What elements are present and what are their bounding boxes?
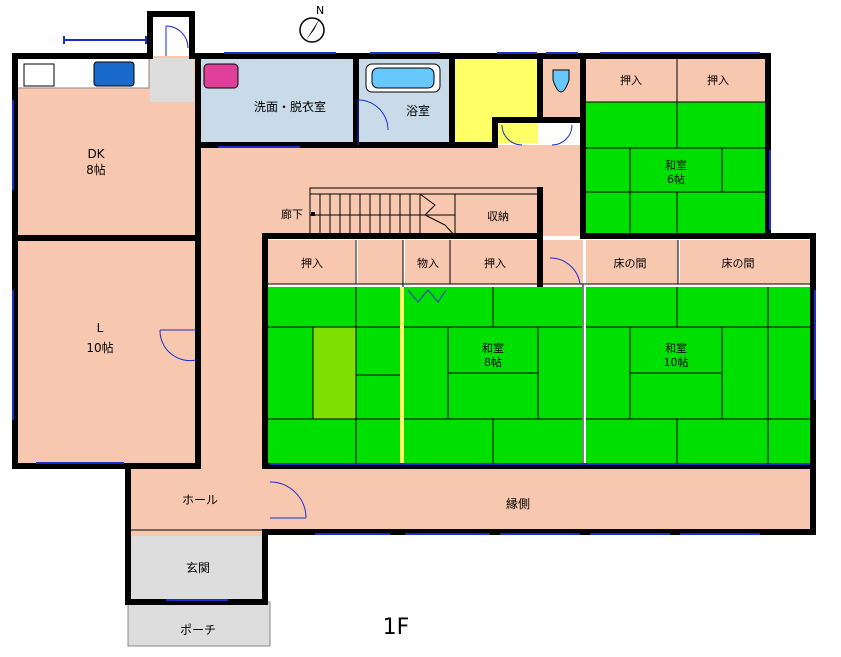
living-room	[15, 238, 198, 466]
washitsu-c-size: 10帖	[664, 356, 689, 369]
staircase	[309, 187, 541, 237]
washitsu-a-name: 和室	[665, 158, 687, 172]
closet-2-label: 押入	[707, 73, 729, 87]
living-size: 10帖	[86, 340, 113, 355]
storage-label: 収納	[487, 210, 509, 223]
windows	[12, 36, 816, 601]
closet-1-box	[265, 240, 355, 284]
floor-label: 1F	[383, 615, 410, 640]
tatami-light	[313, 327, 356, 419]
thin-walls	[265, 58, 810, 466]
dk-size: 8帖	[86, 162, 106, 177]
washitsu-b-size: 8帖	[484, 356, 502, 369]
walls	[12, 11, 816, 605]
washitsu-a-size: 6帖	[667, 173, 685, 186]
tokonoma-2-box	[680, 240, 810, 284]
passage-box	[540, 240, 583, 284]
dk-name: DK	[87, 147, 105, 161]
corridor-label: 廊下	[281, 207, 303, 221]
toilet-icon	[552, 69, 570, 93]
washitsu-c	[586, 287, 810, 464]
corridor-lower	[198, 236, 265, 466]
tatami-lines	[128, 102, 810, 531]
compass-label: N	[316, 4, 324, 17]
closet-small-box	[358, 240, 403, 284]
closet-1-label: 押入	[620, 73, 642, 87]
living-name: L	[97, 321, 104, 335]
engawa-room	[265, 466, 810, 532]
utility-label: 物入	[417, 256, 439, 270]
utility-box	[405, 240, 450, 284]
washroom-label: 洗面・脱衣室	[254, 99, 326, 114]
tokonoma-1-label: 床の間	[614, 256, 647, 270]
closet-4-label: 押入	[484, 256, 506, 270]
divider-strip	[400, 287, 404, 464]
entrance-label: 玄関	[186, 560, 210, 575]
hall-label: ホール	[182, 493, 218, 507]
closet-2-box	[450, 240, 540, 284]
hall-room	[128, 466, 265, 536]
utility-nook	[150, 58, 194, 102]
sink-icon	[93, 61, 135, 87]
tokonoma-2-label: 床の間	[722, 256, 755, 270]
room-labels: DK 8帖 L 10帖 洗面・脱衣室 浴室 押入 押入 和室 6帖 廊下 収納 …	[86, 73, 754, 640]
porch-label: ポーチ	[180, 623, 216, 637]
washitsu-b-name: 和室	[482, 341, 504, 355]
stove-icon	[23, 63, 55, 87]
compass-icon: N	[299, 4, 325, 43]
engawa-label: 縁側	[506, 496, 530, 511]
wash-basin-icon	[203, 63, 239, 89]
tokonoma-1-box	[586, 240, 678, 284]
entrance-room	[128, 536, 265, 602]
washitsu-c-name: 和室	[665, 341, 687, 355]
closet-3-label: 押入	[301, 256, 323, 270]
doors	[159, 25, 581, 519]
fixtures	[23, 61, 570, 93]
room-fills	[15, 56, 810, 647]
bath-label: 浴室	[406, 103, 430, 118]
